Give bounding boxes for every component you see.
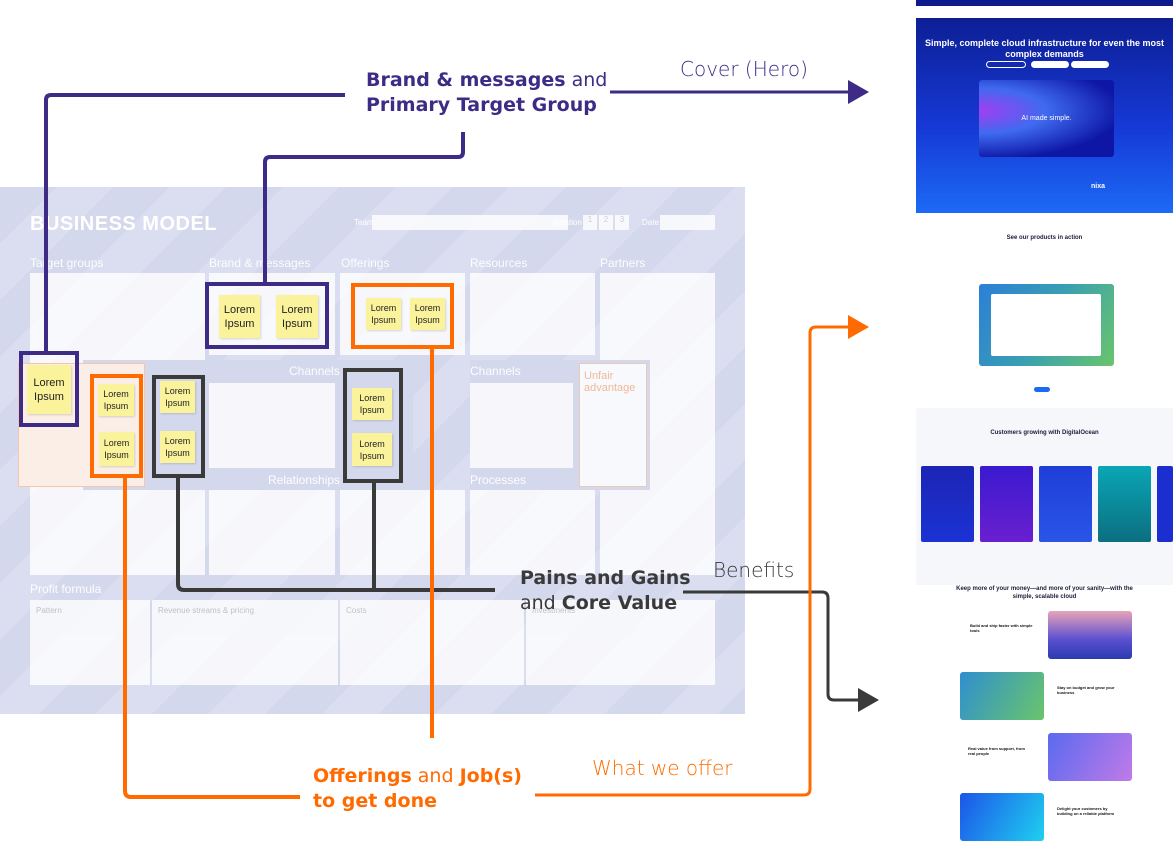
panel-costs: Costs (340, 600, 524, 685)
annotation-jobs: Job(s) (459, 765, 522, 787)
hero-button[interactable] (1071, 61, 1109, 68)
sticky-note[interactable]: Lorem Ipsum (352, 388, 392, 420)
iteration-3[interactable]: 3 (615, 215, 629, 230)
panel-channels (209, 383, 335, 468)
label-channels: Channels (289, 364, 340, 378)
product-demo-image (979, 284, 1114, 366)
website-hero: Simple, complete cloud infrastructure fo… (916, 0, 1173, 213)
sticky-note[interactable]: Lorem Ipsum (99, 432, 134, 466)
label-relationships: Relationships (268, 473, 341, 487)
annotation-pains-and: and (520, 592, 562, 614)
website-benefits-section: Keep more of your money—and more of your… (916, 585, 1173, 852)
team-input[interactable] (372, 215, 568, 230)
feature-illustration (960, 793, 1044, 841)
customer-card[interactable] (1098, 466, 1151, 542)
panel-channels-right (470, 383, 573, 468)
website-nav (916, 6, 1173, 18)
label-partners: Partners (600, 256, 646, 270)
customer-card[interactable] (980, 466, 1033, 542)
feature-illustration (960, 672, 1044, 720)
hero-title: Simple, complete cloud infrastructure fo… (924, 38, 1165, 59)
label-channels-right: Channels (470, 364, 521, 378)
pains-gains-highlight (152, 375, 205, 478)
customer-card[interactable] (921, 466, 974, 542)
annotation-to-get-done: to get done (313, 790, 438, 812)
annotation-what-we-offer: What we offer (592, 756, 733, 780)
sticky-note[interactable]: Lorem Ipsum (352, 433, 392, 466)
website-products-section: See our products in action (916, 230, 1173, 395)
sticky-note[interactable]: Lorem Ipsum (219, 295, 260, 338)
sticky-note[interactable]: Lorem Ipsum (98, 384, 134, 416)
sticky-note[interactable]: Lorem Ipsum (27, 365, 71, 414)
sticky-note[interactable]: Lorem Ipsum (366, 298, 401, 330)
iteration-2[interactable]: 2 (599, 215, 613, 230)
label-brand: Brand & messages (209, 256, 311, 270)
hero-button[interactable] (986, 61, 1026, 68)
date-input[interactable] (660, 215, 715, 230)
sticky-note[interactable]: Lorem Ipsum (160, 381, 195, 413)
panel-processes (470, 490, 595, 575)
annotation-benefits: Benefits (713, 558, 795, 582)
annotation-core-value: Core Value (561, 592, 678, 614)
products-cta[interactable] (1034, 387, 1050, 392)
hero-image: AI made simple. (979, 80, 1114, 157)
panel-offerings-lower (340, 490, 465, 575)
annotation-offerings: Offerings and Job(s) to get done (313, 764, 522, 814)
annotation-brand-bold: Brand & messages (366, 69, 566, 91)
feature-title: Real value from support, from real peopl… (968, 746, 1025, 756)
label-target-groups: Target groups (30, 256, 104, 270)
sticky-note[interactable]: Lorem Ipsum (276, 295, 318, 338)
label-offerings: Offerings (341, 256, 390, 270)
panel-resources (470, 273, 595, 355)
offerings-highlight (351, 283, 454, 349)
annotation-brand-and: and (565, 69, 608, 91)
annotation-pains-bold: Pains and Gains (520, 567, 691, 589)
label-resources: Resources (470, 256, 528, 270)
feature-illustration (1048, 611, 1132, 659)
products-title: See our products in action (1006, 235, 1083, 241)
label-processes: Processes (470, 473, 527, 487)
benefits-title: Keep more of your money—and more of your… (956, 586, 1133, 600)
annotation-cover: Cover (Hero) (680, 57, 808, 81)
customer-card[interactable] (1157, 466, 1173, 542)
target-highlight (19, 351, 79, 427)
customers-title: Customers growing with DigitalOcean (990, 430, 1099, 436)
panel-relationships (209, 490, 335, 575)
annotation-offerings-and: and (411, 765, 460, 787)
team-label: Team (354, 218, 374, 227)
feature-title: Stay on budget and grow your business (1057, 685, 1115, 695)
panel-pattern: Pattern (30, 600, 150, 685)
jobs-highlight (90, 374, 143, 478)
annotation-offerings-bold: Offerings (313, 765, 412, 787)
date-label: Date (642, 218, 659, 227)
sticky-note[interactable]: Lorem Ipsum (410, 298, 445, 330)
panel-revenue: Revenue streams & pricing (152, 600, 338, 685)
logo-nixa: nixa (1091, 183, 1106, 190)
feature-title: Delight your customers by building on a … (1057, 806, 1115, 816)
annotation-pains: Pains and Gains and Core Value (520, 566, 691, 616)
annotation-target-group: Primary Target Group (366, 94, 597, 116)
iteration-1[interactable]: 1 (583, 215, 597, 230)
panel-unfair-advantage: Unfair advantage (579, 363, 647, 487)
feature-illustration (1048, 733, 1132, 781)
iteration-label: Iteration (553, 218, 582, 227)
canvas-title: BUSINESS MODEL (30, 213, 218, 235)
label-profit-formula: Profit formula (30, 582, 102, 596)
sticky-note[interactable]: Lorem Ipsum (160, 431, 195, 463)
hero-button[interactable] (1031, 61, 1069, 68)
customer-card[interactable] (1039, 466, 1092, 542)
feature-title: Build and ship faster with simple tools (970, 623, 1033, 633)
